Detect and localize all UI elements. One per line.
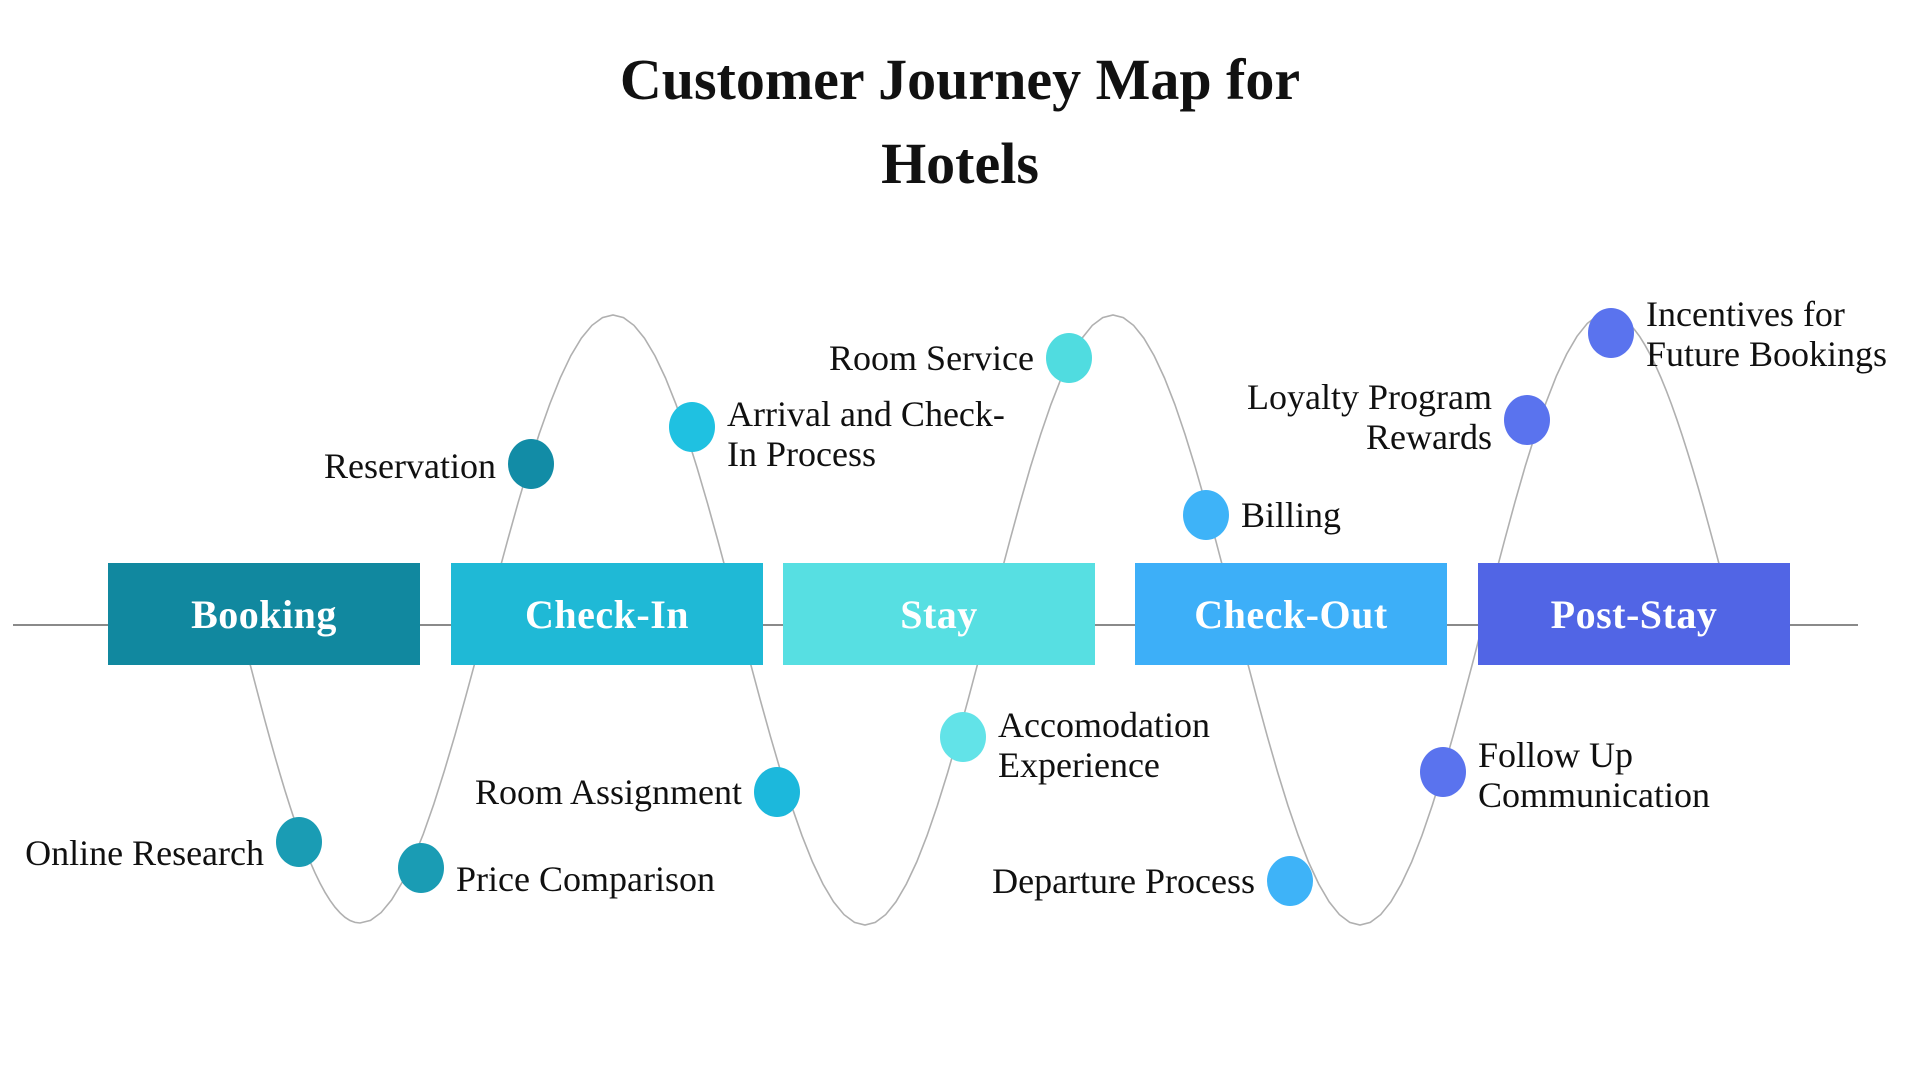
- milestone-label-line: Incentives for: [1646, 294, 1845, 334]
- milestone-dot-loyalty-program-rewards: [1504, 395, 1550, 445]
- stage-label: Booking: [191, 591, 337, 637]
- milestone-label-line: Online Research: [25, 833, 264, 873]
- milestone-label-line: Arrival and Check-: [727, 394, 1005, 434]
- milestone-label-line: Billing: [1241, 495, 1342, 535]
- page-title: Customer Journey Map for Hotels: [0, 38, 1920, 206]
- milestone-dot-online-research: [276, 817, 322, 867]
- milestone-label-line: Rewards: [1366, 417, 1492, 457]
- milestone-label-line: Loyalty Program: [1247, 377, 1492, 417]
- milestone-label-line: Room Assignment: [474, 772, 742, 812]
- page-title-line2: Hotels: [881, 131, 1039, 196]
- stage-label: Check-Out: [1194, 591, 1388, 637]
- milestone-dot-reservation: [508, 439, 554, 489]
- milestone-dot-accomodation-experience: [940, 712, 986, 762]
- milestone-dot-follow-up-communication: [1420, 747, 1466, 797]
- milestone-label-room-service: Room Service: [829, 338, 1034, 378]
- stage-label: Post-Stay: [1550, 591, 1718, 637]
- milestone-label-arrival-and-check-in-process: Arrival and Check-In Process: [727, 394, 1005, 474]
- page-title-line1: Customer Journey Map for: [619, 47, 1301, 112]
- milestone-dot-arrival-and-check-in-process: [669, 402, 715, 452]
- stage-label: Check-In: [524, 591, 690, 637]
- milestone-label-line: Communication: [1478, 775, 1710, 815]
- milestone-label-line: Accomodation: [998, 705, 1210, 745]
- stage-box-booking: Booking: [108, 563, 420, 665]
- stage-label: Stay: [900, 591, 978, 637]
- milestone-dot-billing: [1183, 490, 1229, 540]
- milestone-label-reservation: Reservation: [324, 446, 496, 486]
- stage-box-check-in: Check-In: [451, 563, 763, 665]
- milestone-label-line: Room Service: [829, 338, 1034, 378]
- milestone-dot-price-comparison: [398, 843, 444, 893]
- milestone-label-departure-process: Departure Process: [992, 861, 1255, 901]
- stage-box-stay: Stay: [783, 563, 1095, 665]
- milestone-dot-departure-process: [1267, 856, 1313, 906]
- milestone-label-line: Future Bookings: [1646, 334, 1888, 374]
- milestone-label-price-comparison: Price Comparison: [456, 859, 715, 899]
- stage-box-check-out: Check-Out: [1135, 563, 1447, 665]
- milestone-label-billing: Billing: [1241, 495, 1341, 535]
- milestone-label-room-assignment: Room Assignment: [475, 772, 742, 812]
- milestone-label-online-research: Online Research: [25, 833, 264, 873]
- milestone-label-line: Reservation: [324, 446, 496, 486]
- milestone-label-line: Experience: [998, 745, 1160, 785]
- milestone-dot-incentives-for-future-bookings: [1588, 308, 1634, 358]
- milestone-label-line: In Process: [727, 434, 876, 474]
- milestone-label-line: Price Comparison: [456, 859, 715, 899]
- milestone-label-line: Follow Up: [1478, 735, 1634, 775]
- milestone-dot-room-assignment: [754, 767, 800, 817]
- milestone-dot-room-service: [1046, 333, 1092, 383]
- stage-box-post-stay: Post-Stay: [1478, 563, 1790, 665]
- milestone-label-line: Departure Process: [992, 861, 1255, 901]
